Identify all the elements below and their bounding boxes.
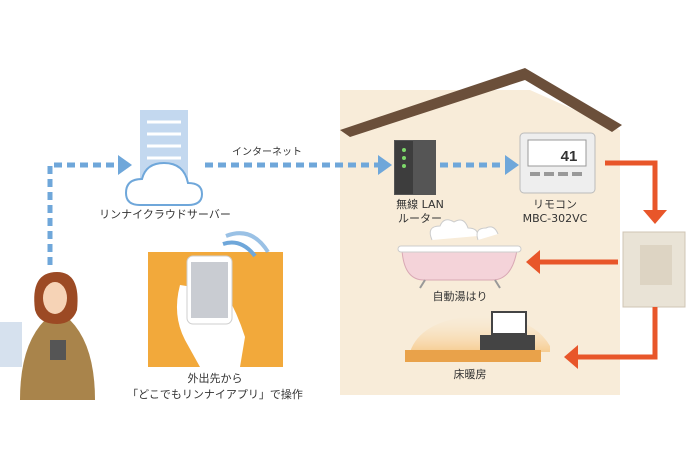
wireless-signal-icon [222,240,257,258]
bathtub-icon [397,219,522,289]
label-app-line2: 「どこでもリンナイアプリ」で操作 [127,388,303,401]
tv [491,311,527,335]
label-remote-line2: MBC-302VC [522,212,588,225]
remote-display [527,139,587,167]
arrow-remote-to-heater [605,160,658,210]
label-app-line1: 外出先から [187,372,243,385]
phone-panel [148,231,283,367]
network-arrows [47,162,505,265]
house-roof [340,68,622,137]
user-woman-icon [0,272,95,400]
label-floor-heating: 床暖房 [453,368,487,381]
floor-heating-icon [405,311,550,362]
label-internet: インターネット [232,147,302,158]
arrow-woman-to-server [47,162,118,265]
label-bath: 自動湯はり [432,290,488,303]
water-heater-icon [622,231,686,308]
label-router-line1: 無線 LAN [396,198,444,211]
label-cloud-server: リンナイクラウドサーバー [99,208,231,221]
cloud-server-icon [124,110,204,206]
wireless-lan-router-icon [394,140,436,195]
remote-controller: 41 [519,132,596,194]
label-router-line2: ルーター [398,212,442,225]
arrowhead-server [118,155,132,175]
cloud-icon [124,161,204,206]
arrow-heater-to-floor [578,307,658,360]
tv-stand [480,335,535,350]
arrowhead-remote [505,155,519,175]
remote-temperature: 41 [561,148,578,165]
control-arrows [540,160,658,360]
arrowhead-router [378,155,392,175]
label-remote-line1: リモコン [533,198,577,211]
